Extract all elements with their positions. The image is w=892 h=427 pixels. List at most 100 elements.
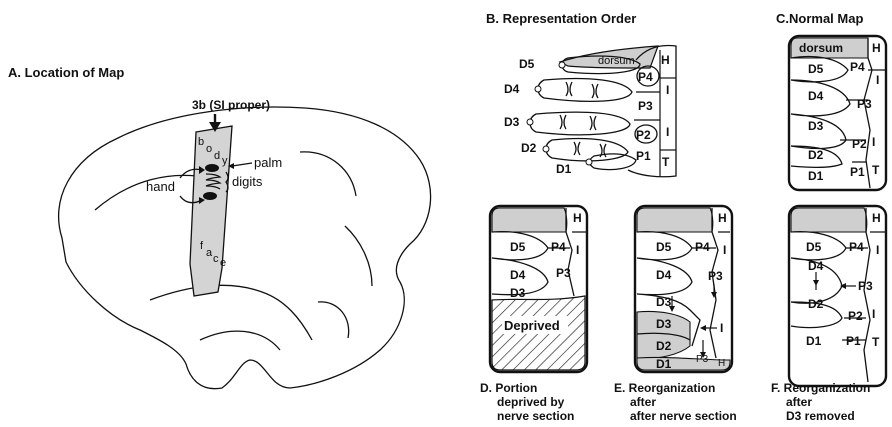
map-lines (491, 208, 586, 297)
pad-label: P2 (636, 128, 651, 142)
face-letter: a (206, 247, 213, 259)
panel-d: D5 D4 D3 P4 P3 H I Deprived D. Portion d… (480, 204, 589, 423)
region-h-label: H (661, 53, 670, 67)
digits-label: digits (232, 174, 263, 189)
sulcus-2 (299, 151, 357, 197)
region-h-label: H (872, 211, 881, 225)
region-i-label: I (872, 135, 875, 149)
panel-b-caption: B. Representation Order (486, 11, 636, 26)
pad-label: P1 (850, 165, 865, 179)
region-i-label: I (666, 125, 669, 139)
region-h-label: H (718, 211, 727, 225)
h-strip (636, 356, 731, 371)
region-h-label: H (872, 41, 881, 55)
digit-label: D4 (504, 82, 520, 96)
region-i-label: I (720, 321, 723, 335)
digit-label: D5 (510, 240, 526, 254)
shift-arrow-head (840, 283, 846, 289)
region-i-label: I (872, 307, 875, 321)
digit-label: D5 (656, 240, 672, 254)
palm-pointer-head (228, 163, 234, 169)
region-i-label: I (666, 83, 669, 97)
panel-e: D5 D4 D3 D3 D2 D1 P4 P3 P3 H I I H E. Re… (614, 204, 737, 423)
shift-arrow-head (669, 306, 675, 312)
panel-d-caption-line: D. Portion (480, 381, 537, 395)
region-i-label: I (876, 73, 879, 87)
region-h-label: H (573, 211, 582, 225)
digit-label: D3 (510, 286, 526, 300)
hand-label: hand (146, 179, 175, 194)
dorsum-label: dorsum (598, 55, 635, 67)
region-i-label: I (723, 243, 726, 257)
region-t-label: T (662, 155, 670, 169)
hand-arrow-down-head (199, 197, 205, 204)
digit-label: D4 (808, 89, 824, 103)
hand-arrow-up-head (199, 166, 205, 174)
panel-f-caption-line: after (786, 395, 812, 409)
region-h-label: H (718, 358, 725, 369)
digit-label: D1 (808, 169, 824, 183)
digit-label: D1 (556, 162, 572, 176)
palm-pointer (231, 162, 253, 167)
finger-d5 (558, 55, 641, 75)
region-t-label: T (872, 335, 880, 349)
palm-region (627, 44, 677, 178)
pad-label: P4 (551, 240, 566, 254)
digit-label: D1 (656, 357, 672, 371)
body-letter: d (214, 150, 220, 162)
sulcus-3 (344, 225, 373, 287)
digit-label: D4 (808, 259, 824, 273)
digit-label: D3 (504, 115, 520, 129)
map-lines (636, 208, 730, 359)
digit-label: D5 (806, 240, 822, 254)
digit-label: D5 (519, 57, 535, 71)
panel-e-caption-line: after nerve section (630, 409, 737, 423)
pad-label: P1 (846, 334, 861, 348)
panel-a: A. Location of Map 3b (SI proper) b o d … (8, 65, 432, 390)
body-letter: y (222, 155, 228, 167)
digit-label: D2 (656, 339, 672, 353)
digit-label: D3 (656, 317, 672, 331)
panel-f-caption-line: D3 removed (786, 409, 855, 423)
deprived-label: Deprived (504, 318, 560, 333)
digit-label: D2 (521, 141, 537, 155)
shift-arrow-head (711, 292, 717, 298)
face-letter: e (220, 257, 226, 269)
pad-label: P3 (696, 354, 709, 365)
pad-label: P4 (638, 70, 653, 84)
dorsum-label: dorsum (799, 41, 843, 55)
sylvian-fissure (149, 284, 313, 341)
finger-d1 (585, 153, 637, 171)
panel-d-caption-line: nerve section (497, 409, 574, 423)
thumb-blob (203, 192, 217, 200)
finger-d2 (542, 137, 629, 162)
pad-label: P2 (848, 309, 863, 323)
finger-d3 (526, 111, 631, 136)
digit-label: D4 (510, 268, 526, 282)
dorsum-region (636, 207, 714, 233)
palm-blob (205, 164, 219, 172)
pad-label: P3 (708, 269, 723, 283)
digit-label: D3 (808, 119, 824, 133)
area-arrow-head (209, 122, 221, 132)
panel-c-caption: C.Normal Map (776, 11, 863, 26)
body-letter: o (206, 143, 212, 155)
pad-label: P3 (556, 266, 571, 280)
pad-label: P2 (852, 137, 867, 151)
panel-f-caption-line: F. Reorganization (771, 381, 870, 395)
region-i-label: I (576, 243, 579, 257)
face-letter: f (200, 240, 204, 252)
palm-label: palm (254, 155, 282, 170)
sulcus-4 (199, 330, 281, 351)
pad-label: P3 (638, 99, 653, 113)
panel-f: D5 D4 D2 D1 P4 P3 P2 P1 H I I T F. Reorg… (771, 204, 888, 423)
digits-brace (225, 171, 229, 193)
pad-p4 (636, 65, 660, 87)
digit-label: D3 (656, 295, 672, 309)
region-t-label: T (872, 163, 880, 177)
body-letter: b (198, 136, 204, 148)
area-label: 3b (SI proper) (192, 98, 270, 112)
map-frame (787, 204, 888, 388)
digit-label: D4 (656, 268, 672, 282)
